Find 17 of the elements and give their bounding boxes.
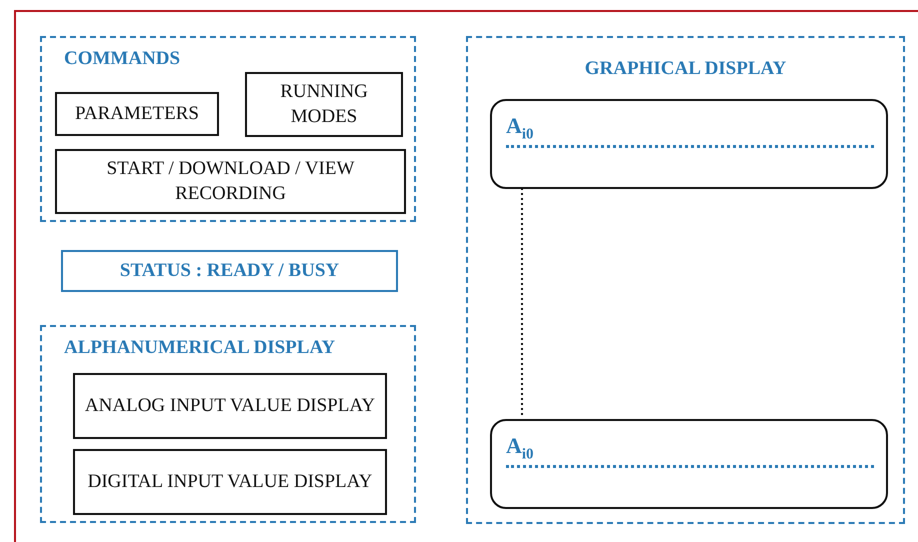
dashed-panel — [40, 36, 416, 222]
text-box: ANALOG INPUT VALUE DISPLAY — [73, 373, 387, 439]
text-box: PARAMETERS — [55, 92, 219, 136]
panel-title: COMMANDS — [64, 48, 180, 70]
dotted-connector — [521, 188, 523, 416]
channel-label: A$_{i0}$ — [506, 113, 534, 144]
text-box: RUNNING MODES — [245, 72, 403, 137]
panel-title: ALPHANUMERICAL DISPLAY — [64, 337, 336, 359]
panel-title: GRAPHICAL DISPLAY — [584, 58, 788, 80]
status-bar: STATUS : READY / BUSY — [61, 250, 398, 292]
rounded-box — [490, 419, 888, 509]
dashed-panel — [466, 36, 905, 524]
rounded-box — [490, 99, 888, 189]
channel-label: A$_{i0}$ — [506, 433, 534, 464]
text-box: START / DOWNLOAD / VIEW RECORDING — [55, 149, 406, 214]
dashed-panel — [40, 325, 416, 523]
text-box: DIGITAL INPUT VALUE DISPLAY — [73, 449, 387, 515]
